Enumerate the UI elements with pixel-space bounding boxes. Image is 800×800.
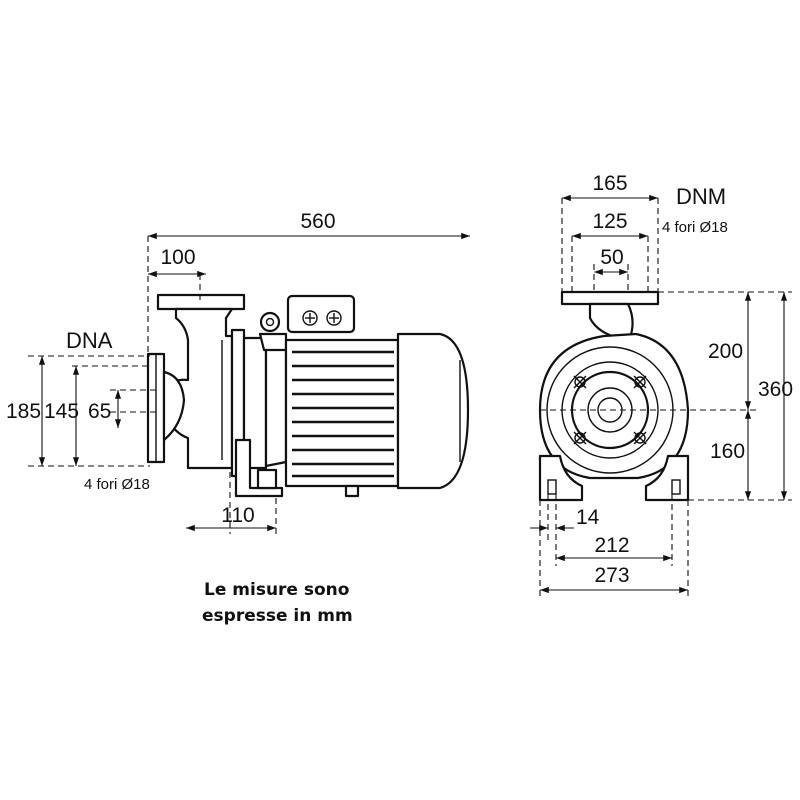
dim-65-label: 65 [88,400,111,423]
support-foot [234,438,284,498]
motor-body [284,332,470,498]
dimension-560: 560 [147,206,470,352]
dim-560-label: 560 [300,210,335,233]
volute-body [538,332,690,480]
top-dimensions: 165 125 50 [561,172,659,292]
dimension-100: 100 [148,246,206,300]
inlet-height-dimensions: 185 145 65 [6,355,160,467]
dim-145-label: 145 [44,400,79,423]
dim-360-label: 360 [758,378,793,401]
pump-feet [538,454,690,502]
discharge-flange [560,290,660,340]
dim-125-label: 125 [592,210,627,233]
inlet-holes-note: 4 fori Ø18 [84,476,150,493]
dim-160-label: 160 [710,440,745,463]
flange-bolts [573,375,647,445]
dim-212-label: 212 [594,534,629,557]
caption-line-1: Le misure sono [204,580,349,600]
outlet-label: DNM [676,184,726,209]
base-dimensions: 14 212 273 [530,494,689,600]
units-caption: Le misure sono espresse in mm [202,580,353,626]
side-view: 560 100 110 185 145 65 [6,206,470,534]
pump-casing [146,293,288,478]
dim-185-label: 185 [6,400,41,423]
dim-100-label: 100 [160,246,195,269]
dim-273-label: 273 [594,564,629,587]
height-dimensions: 200 360 160 [540,291,793,501]
outlet-holes-note: 4 fori Ø18 [662,219,728,236]
inlet-label: DNA [66,328,113,353]
dim-110-label: 110 [221,504,254,527]
dim-165-label: 165 [592,172,627,195]
dim-14-label: 14 [576,506,600,529]
dim-200-label: 200 [708,340,743,363]
terminal-box [258,294,356,352]
dim-50-label: 50 [600,246,623,269]
caption-line-2: espresse in mm [202,606,353,626]
dimension-110: 110 [186,472,277,534]
front-view: 165 125 50 DNM 4 fori Ø18 200 360 160 [530,172,793,600]
